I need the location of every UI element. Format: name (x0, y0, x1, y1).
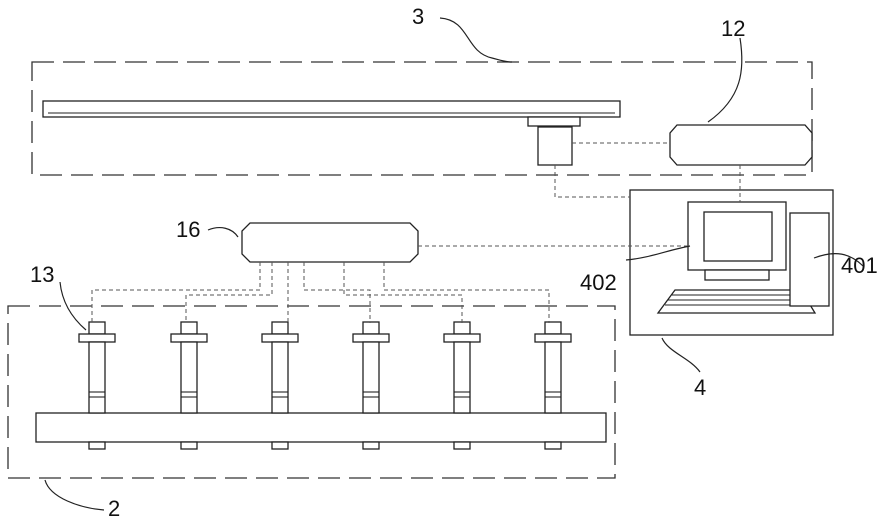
monitor-stand (705, 270, 769, 280)
post-3-collar (262, 334, 298, 342)
post-6-collar (535, 334, 571, 342)
post-4-foot (363, 442, 379, 449)
hub-16-box (242, 223, 418, 262)
monitor-screen (704, 212, 772, 261)
leader-12 (708, 38, 742, 122)
base-plate (36, 413, 606, 442)
post-4-shaft (363, 342, 379, 413)
post-2-foot (181, 442, 197, 449)
post-1-collar (79, 334, 115, 342)
link-hub-to-post-5 (344, 262, 462, 323)
post-5-cap-top (454, 322, 470, 334)
post-3-foot (272, 442, 288, 449)
label-13: 13 (30, 262, 54, 287)
post-1-cap-top (89, 322, 105, 334)
post-3-cap-top (272, 322, 288, 334)
post-1-foot (89, 442, 105, 449)
post-5-shaft (454, 342, 470, 413)
leader-2 (45, 480, 104, 510)
post-6-shaft (545, 342, 561, 413)
link-hub-to-post-2 (186, 262, 272, 323)
computer-tower (790, 213, 829, 306)
controller-12-box (670, 125, 812, 165)
label-4: 4 (694, 375, 706, 400)
link-motor-to-computer (555, 165, 630, 197)
carriage-mount (528, 117, 580, 126)
label-401: 401 (841, 253, 878, 278)
leader-3 (440, 18, 512, 62)
label-402: 402 (580, 270, 617, 295)
post-6-foot (545, 442, 561, 449)
leader-16 (208, 228, 238, 237)
rail-beam (43, 101, 620, 117)
post-3-shaft (272, 342, 288, 413)
post-1-shaft (89, 342, 105, 413)
link-hub-left-bus (92, 262, 260, 323)
post-4-cap-top (363, 322, 379, 334)
post-2-cap-top (181, 322, 197, 334)
label-12: 12 (721, 16, 745, 41)
motor-block (538, 127, 572, 165)
label-16: 16 (176, 217, 200, 242)
label-3: 3 (412, 4, 424, 29)
label-2: 2 (108, 496, 120, 521)
leader-4 (662, 338, 700, 372)
link-hub-to-post-6 (384, 262, 549, 323)
post-6-cap-top (545, 322, 561, 334)
post-2-shaft (181, 342, 197, 413)
post-5-foot (454, 442, 470, 449)
post-5-collar (444, 334, 480, 342)
post-4-collar (353, 334, 389, 342)
link-hub-to-post-4 (304, 262, 370, 323)
post-2-collar (171, 334, 207, 342)
